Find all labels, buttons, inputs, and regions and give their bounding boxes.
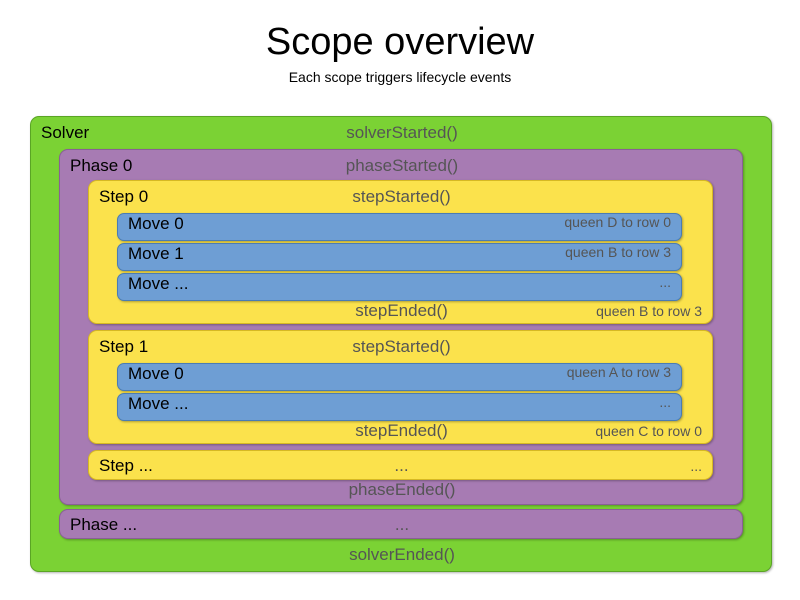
step-0-label: Step 0	[99, 187, 149, 206]
move-label: Move 0	[128, 364, 184, 383]
solver-scope[interactable]: Solver solverStarted() Phase 0 phaseStar…	[30, 116, 772, 572]
step-0-started-event: stepStarted()	[352, 187, 451, 206]
move-detail: ...	[659, 274, 671, 290]
page-subtitle: Each scope triggers lifecycle events	[288, 68, 512, 85]
phase-0-header-row: Phase 0 phaseStarted()	[60, 152, 742, 180]
page-header: Scope overview Each scope triggers lifec…	[0, 0, 800, 85]
move-row[interactable]: Move 0 queen A to row 3	[117, 363, 682, 391]
solver-label: Solver	[41, 123, 90, 142]
phase-0-label: Phase 0	[70, 156, 133, 175]
solver-footer-row: solverEnded()	[31, 541, 771, 569]
move-detail: queen D to row 0	[564, 214, 671, 230]
step-1-ended-detail: queen C to row 0	[595, 423, 702, 439]
step-0-footer-row: stepEnded() queen B to row 3	[89, 297, 712, 325]
solver-started-event: solverStarted()	[346, 123, 458, 142]
move-detail: queen B to row 3	[565, 244, 671, 260]
step-0-header-row: Step 0 stepStarted()	[89, 183, 712, 211]
move-label: Move ...	[128, 274, 189, 293]
step-1-ended-event: stepEnded()	[355, 421, 448, 440]
page-title: Scope overview	[265, 21, 535, 63]
step-1-footer-row: stepEnded() queen C to row 0	[89, 417, 712, 445]
move-label: Move 0	[128, 214, 184, 233]
phase-ellipsis-label: Phase ...	[70, 515, 138, 534]
step-ellipsis-event: ...	[394, 456, 409, 475]
step-ellipsis-detail: ...	[690, 458, 702, 474]
phase-0-footer-row: phaseEnded()	[60, 476, 742, 504]
move-detail: queen A to row 3	[566, 364, 671, 380]
phase-ellipsis-row: Phase ... ...	[60, 511, 742, 539]
move-row[interactable]: Move ... ...	[117, 273, 682, 301]
step-0-scope[interactable]: Step 0 stepStarted() Move 0 queen D to r…	[88, 180, 713, 324]
phase-0-scope[interactable]: Phase 0 phaseStarted() Step 0 stepStarte…	[59, 149, 743, 505]
move-label: Move ...	[128, 394, 189, 413]
step-ellipsis-row: Step ... ... ...	[89, 452, 712, 480]
step-0-ended-event: stepEnded()	[355, 301, 448, 320]
phase-ellipsis-scope[interactable]: Phase ... ...	[59, 509, 743, 539]
solver-header-row: Solver solverStarted()	[31, 119, 771, 147]
step-0-ended-detail: queen B to row 3	[596, 303, 702, 319]
step-1-header-row: Step 1 stepStarted()	[89, 333, 712, 361]
move-detail: ...	[659, 394, 671, 410]
step-ellipsis-scope[interactable]: Step ... ... ...	[88, 450, 713, 480]
step-1-scope[interactable]: Step 1 stepStarted() Move 0 queen A to r…	[88, 330, 713, 444]
step-ellipsis-label: Step ...	[99, 456, 153, 475]
step-1-started-event: stepStarted()	[352, 337, 451, 356]
phase-0-started-event: phaseStarted()	[345, 156, 459, 175]
step-1-label: Step 1	[99, 337, 149, 356]
solver-ended-event: solverEnded()	[349, 545, 455, 564]
move-row[interactable]: Move 0 queen D to row 0	[117, 213, 682, 241]
move-row[interactable]: Move 1 queen B to row 3	[117, 243, 682, 271]
phase-ellipsis-event: ...	[394, 515, 410, 534]
phase-0-ended-event: phaseEnded()	[348, 480, 456, 499]
move-label: Move 1	[128, 244, 184, 263]
move-row[interactable]: Move ... ...	[117, 393, 682, 421]
